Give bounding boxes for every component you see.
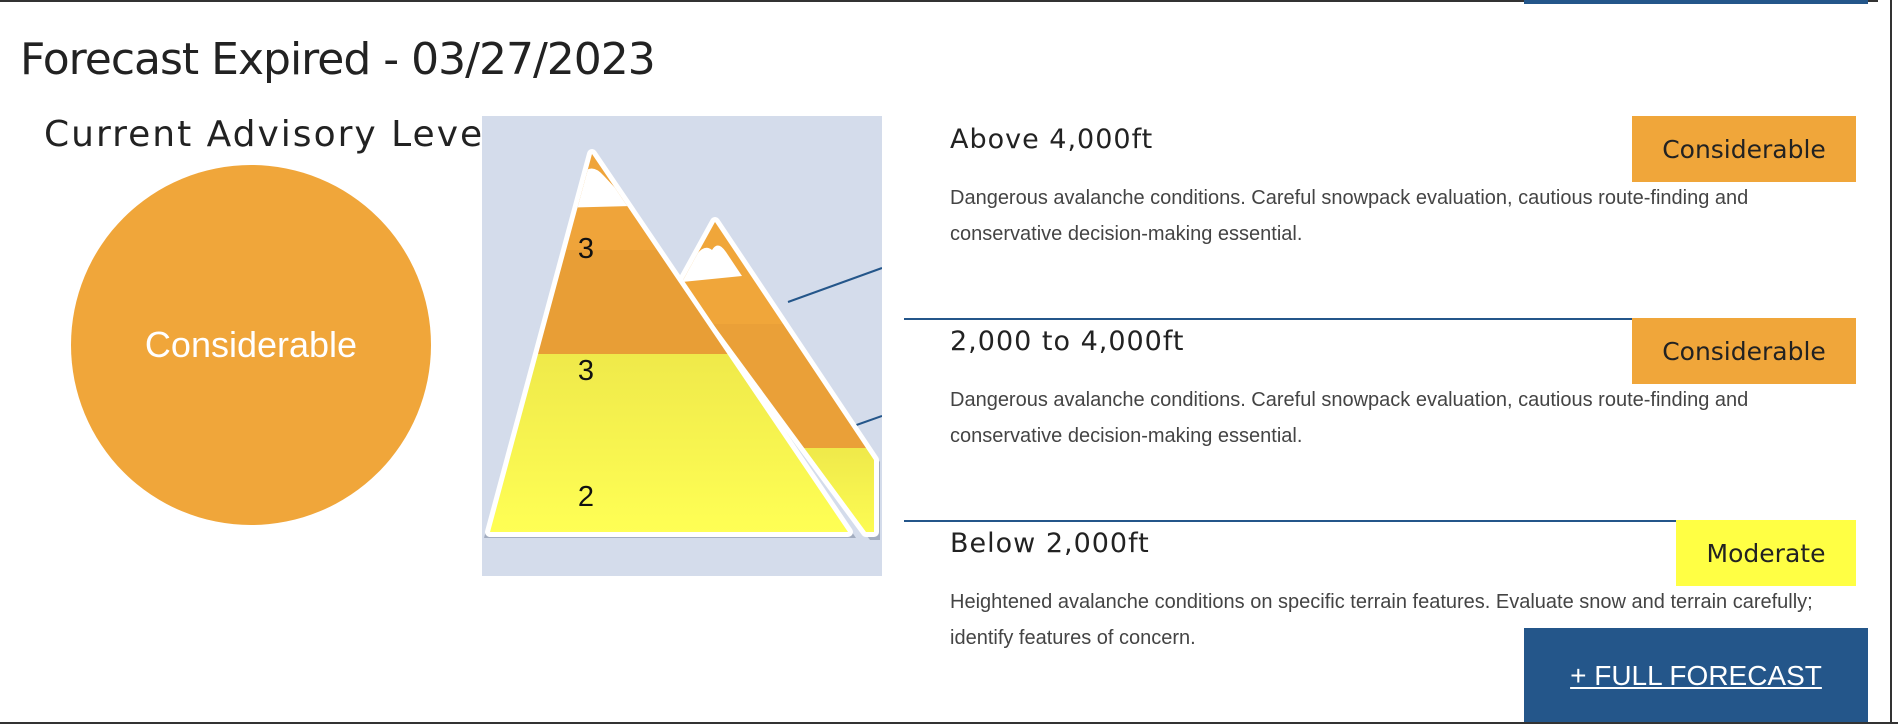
upper-danger-number: 3 (578, 233, 594, 265)
lower-danger-number: 2 (578, 481, 594, 513)
full-forecast-button[interactable]: + FULL FORECAST (1524, 628, 1868, 724)
elevation-band-above-4000: Above 4,000ft Considerable Dangerous ava… (950, 116, 1856, 304)
band-title: 2,000 to 4,000ft (950, 326, 1185, 357)
advisory-heading: Current Advisory Level (44, 114, 497, 155)
advisory-level-circle: Considerable (71, 165, 431, 525)
band-divider (904, 318, 1856, 320)
forecast-title: Forecast Expired - 03/27/2023 (20, 34, 656, 85)
band-title: Above 4,000ft (950, 124, 1154, 155)
danger-rating-badge: Considerable (1632, 116, 1856, 182)
top-tab-accent (1524, 0, 1868, 4)
elevation-mountain-graphic: 3 3 2 (482, 116, 882, 580)
danger-rating-badge: Considerable (1632, 318, 1856, 384)
advisory-level-label: Considerable (144, 324, 358, 365)
middle-danger-number: 3 (578, 355, 594, 387)
elevation-band-below-2000: Below 2,000ft Moderate Heightened avalan… (950, 520, 1856, 649)
mountain-svg: 3 3 2 (482, 116, 882, 576)
bottom-divider (0, 722, 1898, 724)
band-title: Below 2,000ft (950, 528, 1150, 559)
band-divider (904, 520, 1856, 522)
right-divider (1890, 0, 1892, 724)
elevation-band-2000-4000: 2,000 to 4,000ft Considerable Dangerous … (950, 318, 1856, 506)
danger-rating-badge: Moderate (1676, 520, 1856, 586)
band-description: Heightened avalanche conditions on speci… (950, 591, 1813, 649)
band-description: Dangerous avalanche conditions. Careful … (950, 389, 1749, 447)
band-description: Dangerous avalanche conditions. Careful … (950, 187, 1749, 245)
top-divider (0, 0, 1878, 2)
connector-upper (787, 267, 882, 303)
